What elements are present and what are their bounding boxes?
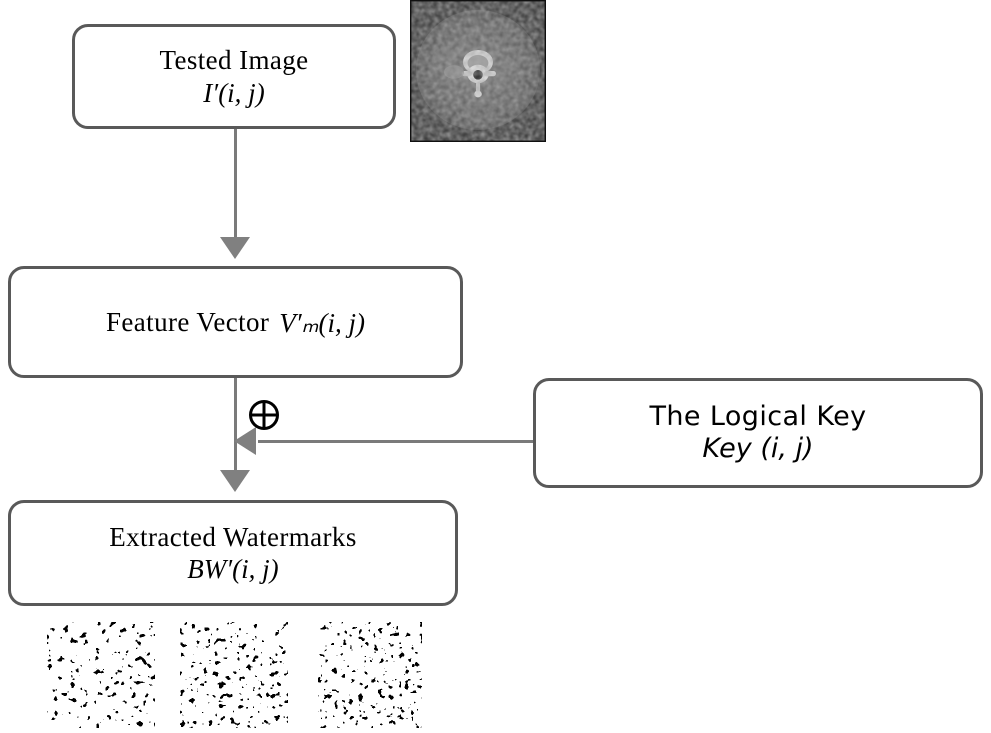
node-tested-image-title: Tested Image (159, 45, 309, 76)
extracted-watermark-image-1 (47, 622, 155, 728)
mri-scan-image (410, 0, 546, 142)
node-extracted-watermarks-formula: BW′(i, j) (187, 554, 279, 584)
node-extracted-watermarks-title: Extracted Watermarks (109, 521, 357, 552)
arrow-head-down-to-watermarks (220, 470, 250, 492)
xor-operator-icon (249, 400, 279, 430)
node-extracted-watermarks[interactable]: Extracted Watermarks BW′(i, j) (8, 500, 458, 606)
connector-tested-image-to-feature-vector (234, 129, 237, 239)
arrow-head-left-to-xor (234, 427, 256, 455)
node-tested-image-formula: I′(i, j) (203, 77, 265, 108)
node-feature-vector-formula: V′ₘ(i, j) (279, 307, 365, 338)
arrow-head-down-to-feature-vector (220, 237, 250, 259)
extracted-watermark-image-3 (318, 622, 422, 728)
node-tested-image[interactable]: Tested Image I′(i, j) (72, 24, 396, 129)
node-logical-key-title: The Logical Key (649, 400, 867, 432)
node-logical-key-formula: Key (i, j) (702, 433, 814, 464)
node-feature-vector[interactable]: Feature Vector V′ₘ(i, j) (8, 266, 463, 378)
extracted-watermark-image-2 (180, 622, 288, 728)
node-feature-vector-label: Feature Vector (105, 306, 270, 337)
node-logical-key[interactable]: The Logical Key Key (i, j) (533, 378, 983, 488)
connector-logical-key-to-xor (258, 440, 536, 443)
